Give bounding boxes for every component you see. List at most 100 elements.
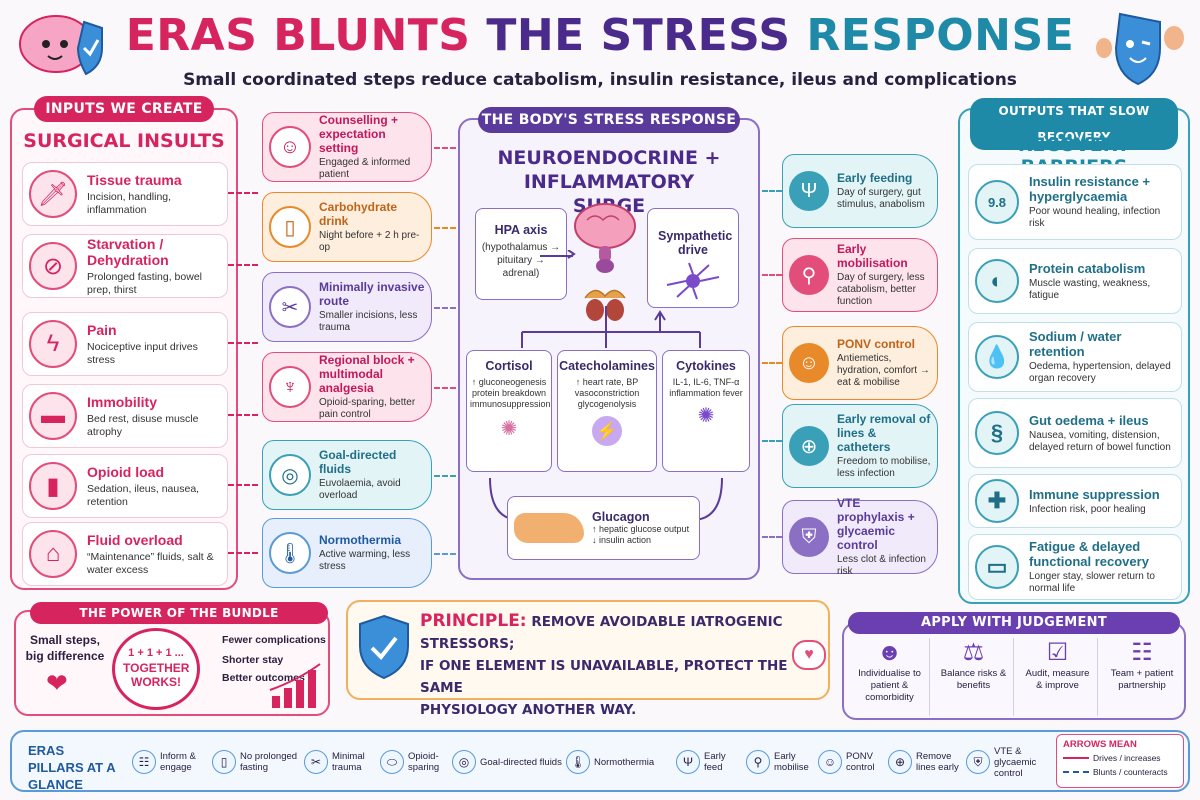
intervention-title: Minimally invasive route bbox=[319, 280, 425, 308]
judgement-item: ☑Audit, measure & improve bbox=[1018, 638, 1098, 716]
intervention-desc: Engaged & informed patient bbox=[319, 157, 411, 180]
benefit-0: Fewer complications bbox=[222, 634, 326, 646]
judgement-header: APPLY WITH JUDGEMENT bbox=[848, 612, 1180, 634]
judgement-item: ☻Individualise to patient & comorbidity bbox=[850, 638, 930, 716]
sympathetic-box: Sympathetic drive bbox=[647, 208, 739, 308]
heart-plant-icon: ❤ bbox=[46, 668, 68, 698]
judgement-label: Audit, measure & improve bbox=[1025, 668, 1090, 691]
insult-desc: Nociceptive input drives stress bbox=[87, 340, 198, 366]
judgement-item: ⚖Balance risks & benefits bbox=[934, 638, 1014, 716]
intervention-title: PONV control bbox=[837, 337, 916, 351]
target-icon: ◎ bbox=[452, 750, 476, 774]
judgement-item: ☷Team + patient partnership bbox=[1102, 638, 1182, 716]
pillar-label: Inform & engage bbox=[160, 751, 196, 773]
adrenal-icon bbox=[575, 282, 635, 322]
shield-icon: ⛨ bbox=[966, 750, 990, 774]
together-clock: 1 + 1 + 1 ... TOGETHER WORKS! bbox=[112, 628, 200, 710]
cells-icon: ✺ bbox=[500, 418, 518, 440]
arrows-legend: ARROWS MEAN Drives / increases Blunts / … bbox=[1056, 734, 1184, 788]
blunt-arrow bbox=[762, 362, 782, 364]
pillar-label: Remove lines early bbox=[916, 751, 959, 773]
blunts-arrow-icon bbox=[1063, 771, 1089, 773]
connector-arrow bbox=[228, 414, 258, 416]
brain-mascot-icon bbox=[14, 10, 106, 80]
stress-response-header: THE BODY'S STRESS RESPONSE bbox=[478, 107, 740, 133]
fork-knife-icon: Ψ bbox=[789, 171, 829, 211]
heart-bubble-icon: ♥ bbox=[792, 640, 826, 670]
judgement-label: Individualise to patient & comorbidity bbox=[858, 668, 921, 703]
intervention-title: Counselling + expectation setting bbox=[319, 113, 399, 155]
lightning-icon: ϟ bbox=[29, 320, 77, 368]
pillar-item: ▯No prolonged fasting bbox=[212, 742, 298, 782]
team-icon: ☷ bbox=[1131, 639, 1153, 666]
principle-shield-icon bbox=[356, 614, 412, 680]
connector-arrow bbox=[228, 552, 258, 554]
pillar-item: ☺PONV control bbox=[818, 742, 882, 782]
title-part1: ERAS BLUNTS bbox=[125, 10, 471, 61]
blunt-arrow bbox=[434, 307, 456, 309]
barrier-title: Insulin resistance + hyperglycaemia bbox=[1029, 174, 1151, 204]
pillar-label: Normothermia bbox=[594, 756, 655, 768]
insult-title: Starvation / Dehydration bbox=[87, 235, 169, 268]
connector-arrow bbox=[228, 342, 258, 344]
insult-title: Pain bbox=[87, 321, 117, 338]
inputs-header: INPUTS WE CREATE bbox=[34, 96, 214, 122]
clock-text2: TOGETHER WORKS! bbox=[123, 661, 190, 689]
blunt-arrow bbox=[762, 440, 782, 442]
pillar-label: Early feed bbox=[704, 751, 726, 773]
insult-desc: “Maintenance” fluids, salt & water exces… bbox=[87, 550, 214, 576]
intestine-icon: § bbox=[975, 411, 1019, 455]
catecholamines-box: Catecholamines ↑ heart rate, BP vasocons… bbox=[557, 350, 657, 472]
intervention-desc: Smaller incisions, less trauma bbox=[319, 310, 418, 333]
pillar-item: ⛨VTE & glycaemic control bbox=[966, 742, 1052, 782]
pillar-label: PONV control bbox=[846, 751, 875, 773]
pillar-label: Early mobilise bbox=[774, 751, 809, 773]
intervention-title: Early feeding bbox=[837, 171, 913, 185]
pillar-label: No prolonged fasting bbox=[240, 751, 298, 773]
walking-icon: ⚲ bbox=[789, 255, 829, 295]
barrier-title: Protein catabolism bbox=[1029, 260, 1146, 276]
insult-desc: Sedation, ileus, nausea, retention bbox=[87, 482, 200, 508]
smile-icon: ☺ bbox=[818, 750, 842, 774]
cup-icon: ▯ bbox=[212, 750, 236, 774]
immune-icon: ✚ bbox=[975, 479, 1019, 523]
hpa-title: HPA axis bbox=[494, 223, 548, 237]
intervention-title: Goal-directed fluids bbox=[319, 448, 397, 476]
barrier-title: Fatigue & delayed functional recovery bbox=[1029, 539, 1149, 569]
pillar-item: ◎Goal-directed fluids bbox=[452, 742, 562, 782]
bed-icon: ▬ bbox=[29, 392, 77, 440]
drives-arrow-icon bbox=[1063, 757, 1089, 759]
scissors-icon: ✂ bbox=[269, 286, 311, 328]
scissors-icon: ✂ bbox=[304, 750, 328, 774]
pancreas-icon bbox=[514, 513, 584, 543]
barrier-desc: Infection risk, poor healing bbox=[1029, 503, 1146, 515]
cortisol-box: Cortisol ↑ gluconeogenesis protein break… bbox=[466, 350, 552, 472]
connector-arrow bbox=[228, 484, 258, 486]
surgical-insults-title: SURGICAL INSULTS bbox=[23, 130, 225, 152]
cytokines-title: Cytokines bbox=[676, 359, 736, 373]
battery-low-icon: ▭ bbox=[975, 545, 1019, 589]
cytokines-box: Cytokines IL-1, IL-6, TNF-α inflammation… bbox=[662, 350, 750, 472]
glucagon-desc1: ↑ hepatic glucose output bbox=[592, 524, 690, 534]
pillar-label: Opioid-sparing bbox=[408, 751, 440, 773]
legend-title: ARROWS MEAN bbox=[1063, 739, 1137, 750]
principle-line3: PHYSIOLOGY ANOTHER WAY. bbox=[420, 702, 637, 718]
intervention-title: VTE prophylaxis + glycaemic control bbox=[837, 496, 915, 552]
intervention-title: Early removal of lines & catheters bbox=[837, 412, 931, 454]
pillar-label: VTE & glycaemic control bbox=[994, 745, 1037, 779]
no-food-icon: ⊘ bbox=[29, 242, 77, 290]
barrier-desc: Muscle wasting, weakness, fatigue bbox=[1029, 277, 1151, 301]
thermometer-icon: 🌡 bbox=[269, 532, 311, 574]
blunt-arrow bbox=[434, 147, 456, 149]
